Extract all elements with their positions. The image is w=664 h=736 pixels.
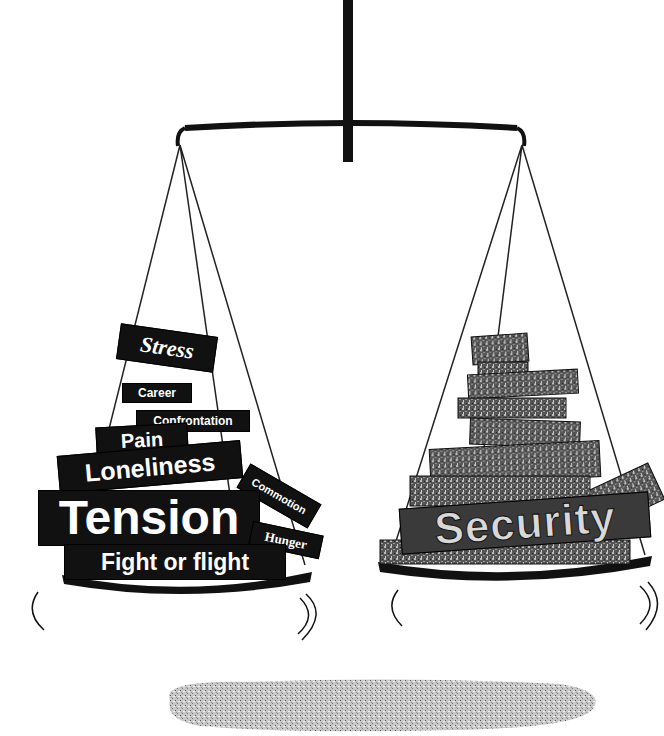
word-block: Tension bbox=[38, 490, 260, 546]
ground-shadow bbox=[169, 679, 596, 731]
textured-blocks bbox=[380, 333, 664, 564]
block-word: Fight or flight bbox=[101, 551, 249, 574]
pan-strings bbox=[390, 145, 645, 560]
word-block: Loneliness bbox=[57, 440, 244, 494]
word-block: Stress bbox=[116, 323, 218, 372]
block-word: Loneliness bbox=[84, 449, 216, 485]
block-word: Tension bbox=[59, 494, 239, 542]
motion-marks bbox=[392, 582, 658, 630]
word-block: Career bbox=[122, 383, 192, 403]
beam-hooks bbox=[178, 128, 525, 146]
block-word: Career bbox=[138, 387, 176, 399]
motion-marks bbox=[32, 592, 316, 640]
scale-pole bbox=[343, 0, 353, 162]
word-block: Fight or flight bbox=[64, 544, 286, 580]
scale-beam bbox=[185, 123, 517, 128]
block-word: Stress bbox=[139, 333, 195, 362]
